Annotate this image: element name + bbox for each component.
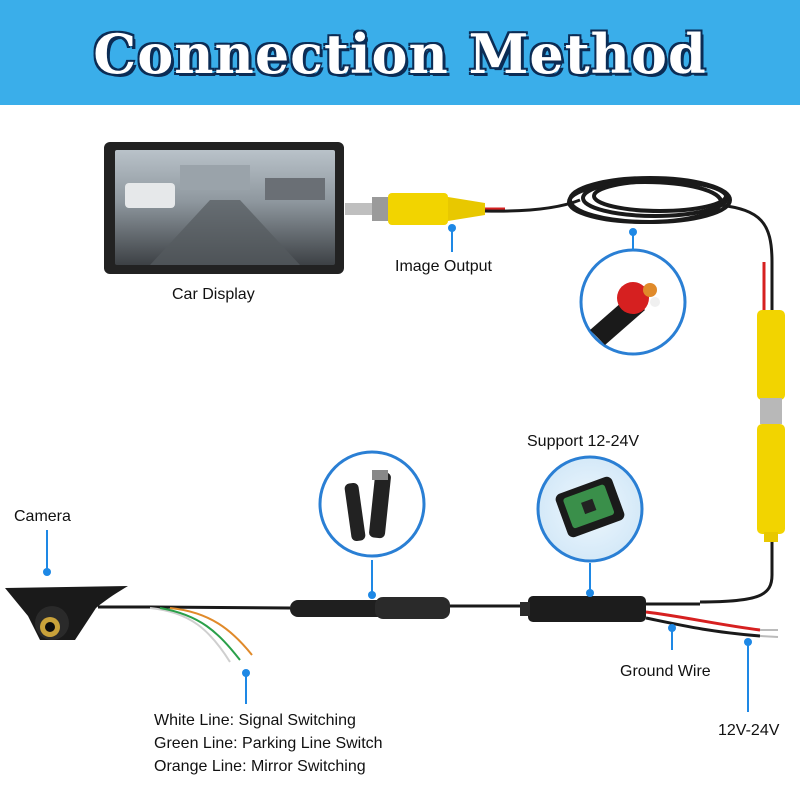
rca-body [388, 193, 448, 225]
parked-cars-right [265, 178, 325, 200]
title-banner: Connection Method [0, 0, 800, 105]
camera-label: Camera [14, 508, 71, 525]
module-closeup-inset [536, 455, 644, 563]
inset-pointer-dot [629, 228, 637, 236]
wire-note-white: White Line: Signal Switching [154, 712, 356, 729]
rca-connector-pair [757, 310, 785, 542]
power-module [520, 596, 646, 622]
main-cable-left [98, 605, 291, 610]
module-pointer-dot [586, 589, 594, 597]
cable-right-side [719, 203, 774, 315]
signal-lines [149, 607, 253, 663]
signal-lines-pointer-dot [242, 669, 250, 677]
cable-segment [484, 198, 581, 213]
inline-connector [290, 597, 450, 619]
ground-wire-pointer-dot [668, 624, 676, 632]
parked-car [125, 183, 175, 208]
road-surface [150, 200, 300, 265]
page-title: Connection Method [93, 22, 707, 86]
car-display-label: Car Display [172, 286, 255, 303]
buildings [180, 165, 250, 190]
ground-wire-label: Ground Wire [620, 663, 711, 680]
power-voltage-label: 12V-24V [718, 722, 780, 739]
image-output-label: Image Output [395, 258, 492, 275]
coiled-cable [567, 176, 732, 224]
wire-note-green: Green Line: Parking Line Switch [154, 735, 383, 752]
rca-tip [345, 203, 375, 215]
cable-to-module [699, 542, 774, 604]
ground-black-wire [645, 616, 761, 638]
camera [5, 586, 128, 640]
car-display-monitor [104, 142, 344, 274]
camera-pointer-dot [43, 568, 51, 576]
power-pointer-dot [744, 638, 752, 646]
connector-closeup-inset [318, 450, 426, 558]
rca-strain-relief [448, 197, 485, 221]
rca-plug-image-output [345, 193, 505, 225]
cable-closeup-inset [579, 248, 687, 356]
image-output-pointer-dot [448, 224, 456, 232]
wire-note-orange: Orange Line: Mirror Switching [154, 758, 366, 775]
support-voltage-label: Support 12-24V [527, 433, 640, 450]
rca-ring [372, 197, 390, 221]
connector-pointer-dot [368, 591, 376, 599]
power-red-wire [645, 610, 761, 632]
